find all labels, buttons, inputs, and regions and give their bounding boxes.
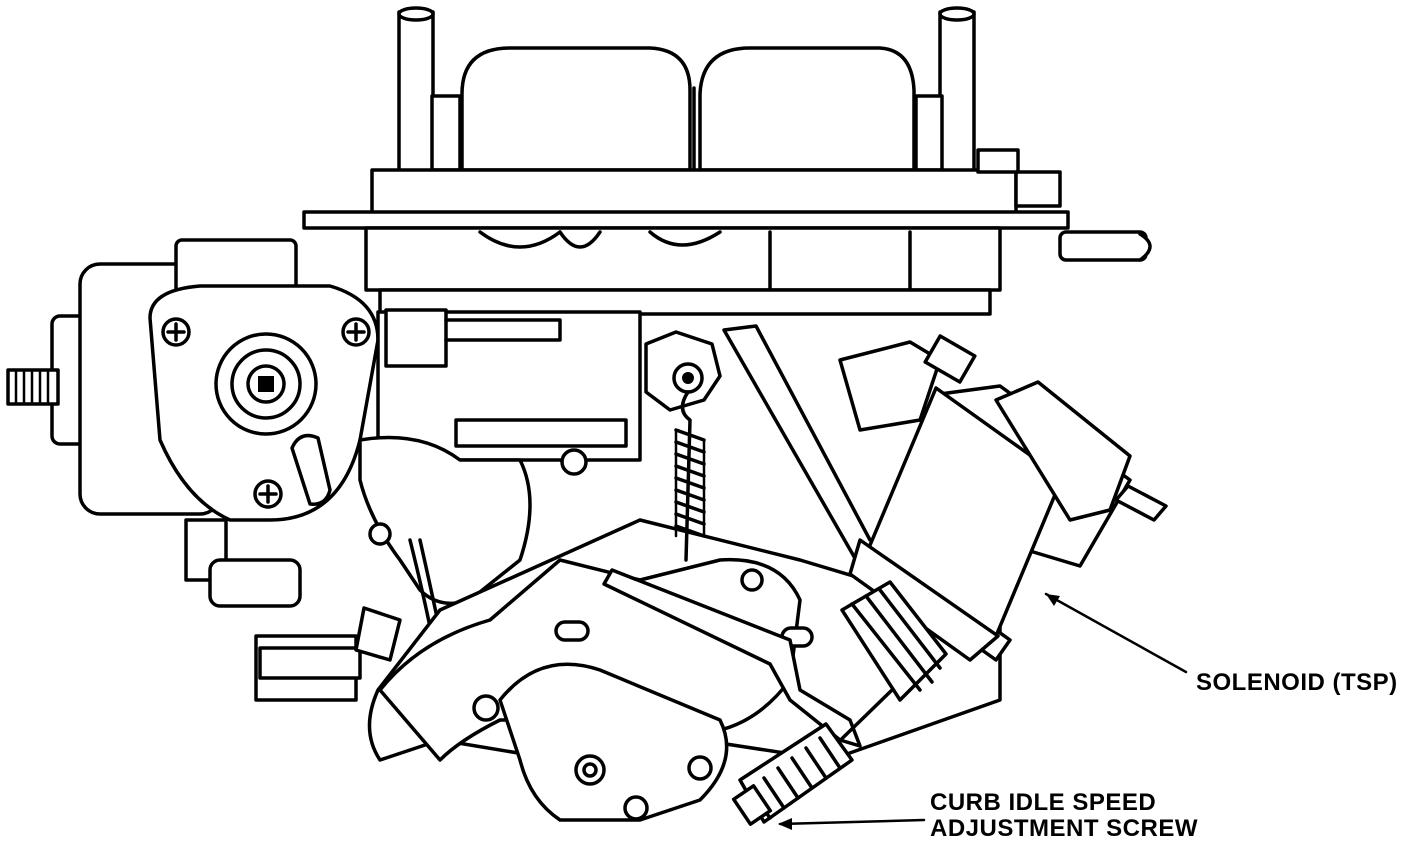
- mounting-plate: [302, 210, 1152, 316]
- choke-housing: [6, 238, 380, 608]
- throttle-lever-assembly: [378, 324, 1012, 822]
- air-horn-top: [370, 6, 1062, 216]
- callout-labels: SOLENOID (TSP) CURB IDLE SPEED ADJUSTMEN…: [930, 669, 1398, 842]
- solenoid-leader-line: [1044, 592, 1188, 674]
- screw-label-line-1: CURB IDLE SPEED: [930, 789, 1156, 816]
- throttle-return-spring: [644, 330, 722, 562]
- leader-lines: [778, 592, 1188, 830]
- curb-idle-screw: [731, 722, 854, 826]
- screw-label-line-2: ADJUSTMENT SCREW: [930, 815, 1198, 842]
- solenoid-label: SOLENOID (TSP): [1196, 669, 1398, 696]
- screw-leader-line: [778, 818, 926, 826]
- solenoid-tsp: [818, 334, 1168, 762]
